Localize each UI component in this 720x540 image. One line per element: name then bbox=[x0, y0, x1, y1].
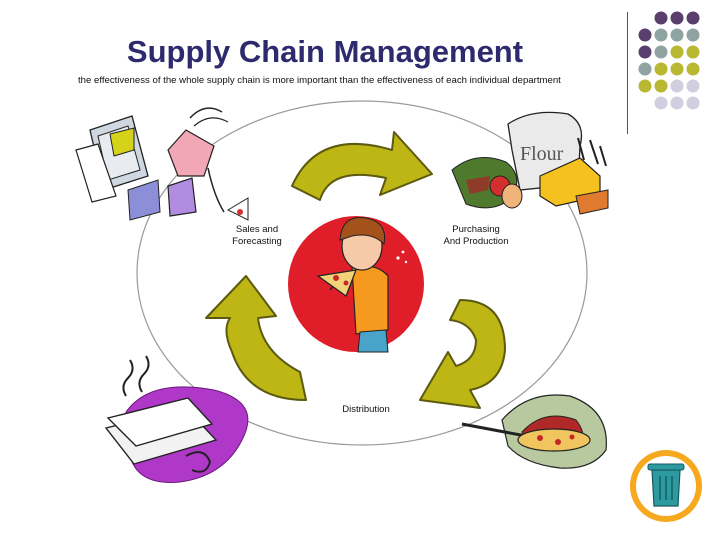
flour-sack-text: Flour bbox=[520, 143, 564, 165]
stage-label-line: Purchasing bbox=[452, 224, 500, 235]
pizza-boxes-clipart bbox=[104, 355, 249, 483]
slide-subtitle: the effectiveness of the whole supply ch… bbox=[78, 75, 561, 86]
pizza-oven-clipart bbox=[461, 394, 607, 469]
stage-label-sales-forecasting: Sales and Forecasting bbox=[222, 224, 292, 248]
cycle-arrow-right bbox=[419, 299, 506, 409]
stage-label-line: Forecasting bbox=[232, 236, 282, 247]
slide-title: Supply Chain Management bbox=[126, 34, 524, 69]
trash-bin-icon bbox=[630, 450, 702, 522]
center-boy-pizza-image bbox=[288, 216, 424, 353]
stage-label-purchasing-production: Purchasing And Production bbox=[436, 224, 516, 248]
stage-label-line: Sales and bbox=[235, 224, 279, 235]
cycle-ellipse bbox=[136, 100, 588, 446]
stage-label-distribution: Distribution bbox=[330, 404, 402, 416]
decor-divider-line bbox=[627, 12, 628, 134]
stage-label-line: Distribution bbox=[342, 404, 390, 415]
cycle-arrow-left bbox=[205, 275, 307, 401]
purchasing-production-clipart: Flour bbox=[451, 111, 609, 215]
stage-label-line: And Production bbox=[443, 236, 509, 247]
cycle-arrow-top bbox=[291, 131, 433, 201]
sales-forecasting-clipart bbox=[75, 107, 249, 221]
